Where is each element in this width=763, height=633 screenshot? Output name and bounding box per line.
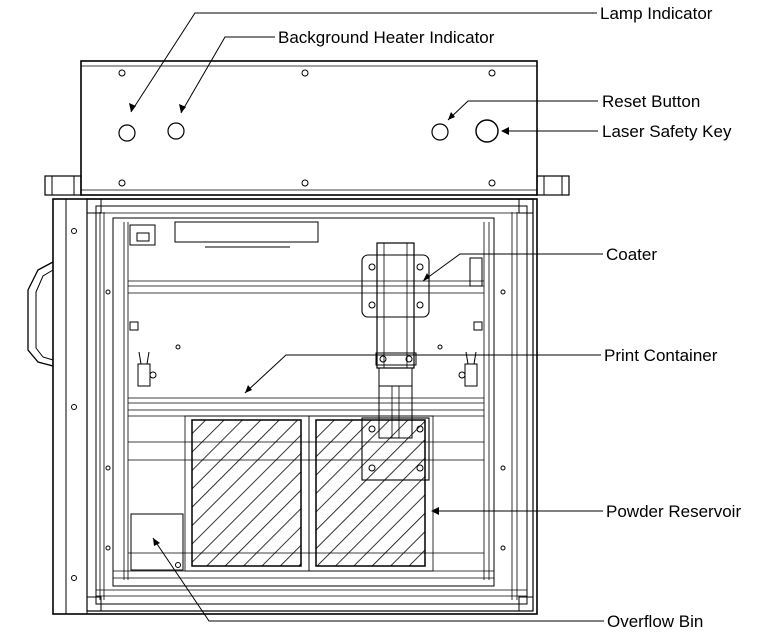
label-overflow-bin: Overflow Bin: [607, 612, 703, 631]
powder-reservoir-hatched-area: [315, 419, 426, 567]
machine-frame: [52, 198, 538, 615]
lower-chamber: [128, 415, 484, 572]
label-laser-safety-key: Laser Safety Key: [602, 122, 732, 141]
label-background-heater-indicator: Background Heater Indicator: [278, 28, 495, 47]
leader-lamp-indicator: [130, 12, 597, 113]
lamp-indicator-light: [118, 124, 136, 142]
callout-leaders: [129, 12, 604, 622]
leader-print-container: [244, 354, 601, 394]
reset-button[interactable]: [431, 123, 449, 141]
print-container-hatched-area: [191, 419, 302, 567]
label-print-container: Print Container: [604, 346, 718, 365]
control-panel: [44, 60, 570, 196]
overflow-bin: [130, 513, 184, 571]
label-coater: Coater: [606, 245, 657, 264]
door-handle: [27, 261, 54, 367]
leader-reset-button: [447, 100, 598, 121]
limit-switch-left: [137, 351, 157, 387]
upper-chamber: [128, 221, 484, 417]
panel-side-brackets: [44, 175, 570, 196]
label-reset-button: Reset Button: [602, 92, 700, 111]
background-heater-indicator-light: [167, 122, 185, 140]
leader-coater: [422, 253, 603, 282]
laser-safety-key[interactable]: [475, 119, 499, 143]
label-powder-reservoir: Powder Reservoir: [606, 502, 741, 521]
limit-switch-right: [458, 351, 478, 387]
label-lamp-indicator: Lamp Indicator: [600, 4, 713, 23]
leader-background-heater: [180, 36, 275, 114]
leader-overflow-bin: [152, 537, 604, 622]
panel-screws: [118, 69, 496, 187]
